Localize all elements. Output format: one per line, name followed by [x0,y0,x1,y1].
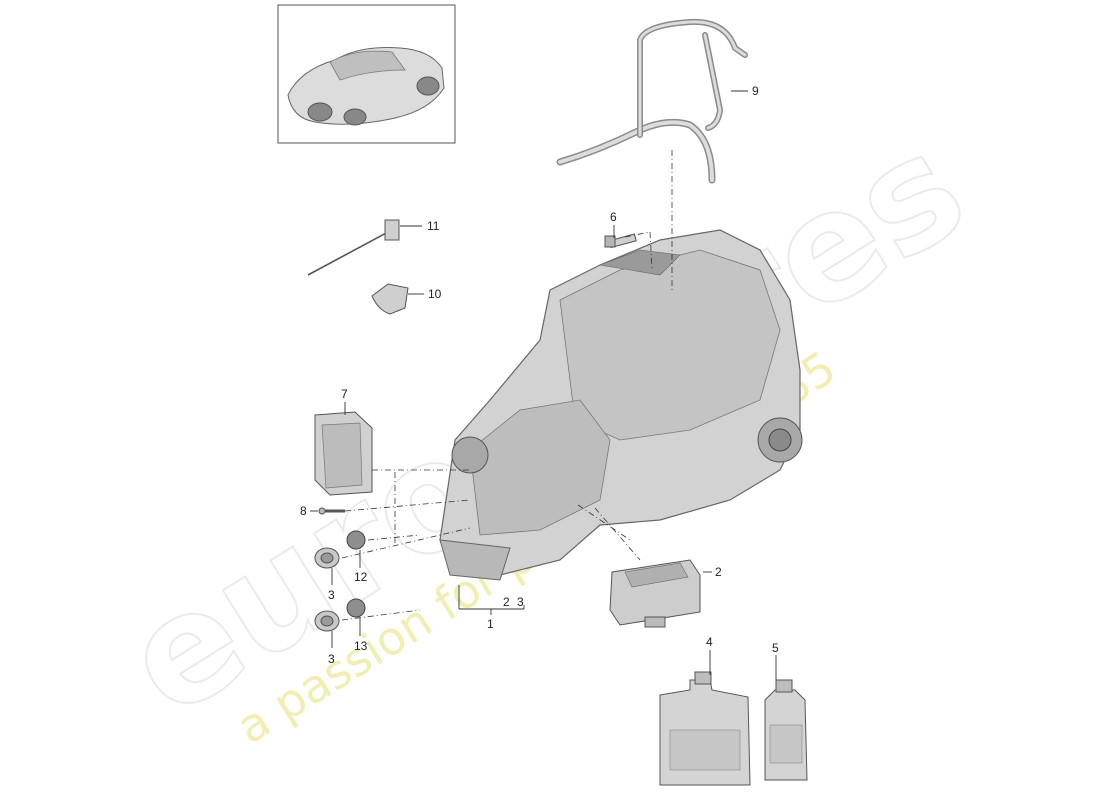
leader-lines [310,90,777,680]
callout-2-assembly: 2 [503,595,510,609]
callout-12: 12 [354,570,368,584]
callout-3-lower: 3 [328,652,335,666]
seal-upper [314,547,340,569]
plug-12 [346,530,366,550]
screw [318,507,345,515]
oil-bottle [764,679,808,781]
transmission-housing [439,229,803,581]
callout-7: 7 [341,387,348,401]
oil-cooler [609,559,701,628]
callouts: 1 2 3 2 3 3 4 5 6 7 8 9 10 11 12 13 [300,84,779,666]
bolt [604,233,637,249]
seal-lower [314,610,340,632]
coolant-hose [556,18,748,184]
callout-1: 1 [487,617,494,631]
control-unit [314,411,373,496]
callout-2: 2 [715,565,722,579]
callout-3-assembly: 3 [517,595,524,609]
oil-canister [659,671,751,786]
callout-9: 9 [752,84,759,98]
car-icon [287,47,445,126]
vehicle-thumbnail [277,4,456,144]
callout-5: 5 [772,641,779,655]
plug-13 [346,598,366,618]
callout-10: 10 [428,287,442,301]
bracket [371,283,409,315]
callout-13: 13 [354,639,368,653]
callout-4: 4 [706,635,713,649]
callout-6: 6 [610,210,617,224]
breather-wire [307,219,400,276]
callout-8: 8 [300,504,307,518]
callout-11: 11 [427,219,440,233]
callout-3-upper: 3 [328,588,335,602]
